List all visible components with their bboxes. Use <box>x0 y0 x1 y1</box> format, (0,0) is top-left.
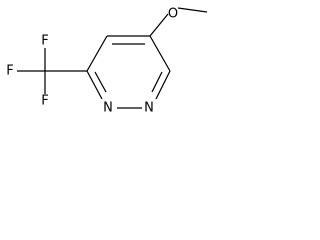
fluorine-label-bottom: F <box>41 94 48 109</box>
bond-c6-n1 <box>86 70 103 100</box>
bond-c5-c6 <box>86 35 108 72</box>
bond-c3-c4 <box>149 35 171 72</box>
bond-oxygen-ring <box>149 13 169 37</box>
bond-methyl-oxygen <box>177 7 208 13</box>
nitrogen-label-1: N <box>103 101 113 116</box>
fluorine-label-left: F <box>6 64 13 79</box>
nitrogen-label-2: N <box>144 101 154 116</box>
double-bond-c6-n1-inner <box>94 71 107 93</box>
chemical-structure: O N N F F F <box>6 7 208 116</box>
oxygen-label: O <box>168 7 178 22</box>
bond-n2-c3 <box>155 70 171 100</box>
double-bond-n2-c3-inner <box>151 71 163 93</box>
fluorine-label-top: F <box>41 34 48 49</box>
